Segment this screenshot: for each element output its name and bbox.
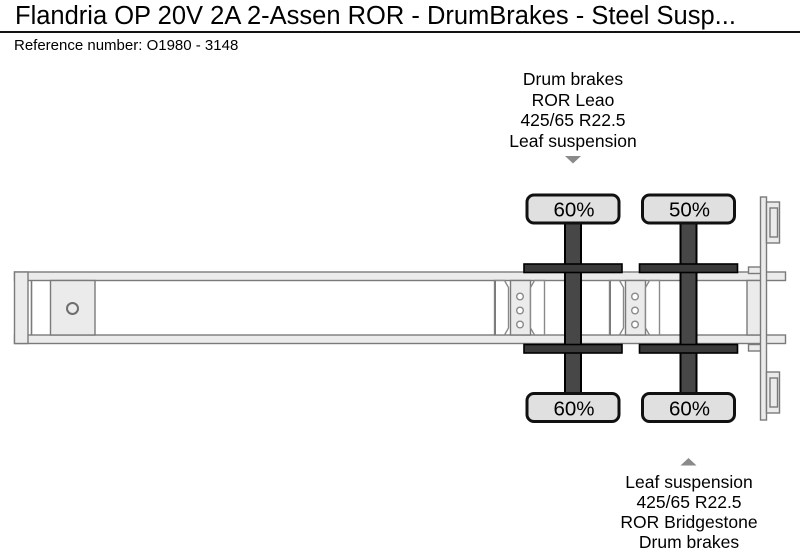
rear-tab-top <box>747 266 762 275</box>
rear-marker-top-inner <box>769 207 779 238</box>
bolt-hole <box>631 306 640 315</box>
crossmember <box>493 279 546 336</box>
pointer-up-icon <box>680 458 697 466</box>
crossmember-left-plate <box>608 279 625 336</box>
tire-rear-top <box>641 193 736 225</box>
rear-axle-annotation: Leaf suspension 425/65 R22.5 ROR Bridges… <box>620 472 757 552</box>
kingpin <box>66 302 79 315</box>
bolt-hole <box>516 306 525 315</box>
front-axle-annotation: Drum brakes ROR Leao 425/65 R22.5 Leaf s… <box>509 69 636 151</box>
suspension-mount-top <box>523 263 623 274</box>
annotation-line: 425/65 R22.5 <box>636 491 742 512</box>
bolt-hole <box>631 320 640 329</box>
frame-bottom-rail <box>13 334 787 345</box>
tire-rear-top-percent: 50% <box>669 199 710 222</box>
chassis-frame <box>13 271 787 345</box>
tire-front-top-percent: 60% <box>553 199 594 222</box>
crossmember <box>608 279 661 336</box>
suspension-mount-top <box>638 263 739 274</box>
tire-rear-bottom-percent: 60% <box>669 398 710 421</box>
annotation-line: Leaf suspension <box>509 130 637 151</box>
rear-tab-bottom <box>747 343 762 352</box>
bolt-hole <box>516 292 525 301</box>
bolt-hole <box>516 320 525 329</box>
axle-shaft <box>564 217 582 399</box>
crossmember-right-plate <box>644 279 661 336</box>
frame-front-column <box>13 271 29 345</box>
axle-front: 60% 60% <box>523 193 623 423</box>
pointer-down-icon <box>565 156 581 164</box>
suspension-mount-bottom <box>523 343 623 354</box>
tire-rear-bottom <box>641 392 736 423</box>
axle-rear: 50% 60% <box>638 193 739 423</box>
bolt-hole <box>631 292 640 301</box>
annotation-line: Drum brakes <box>638 531 740 552</box>
page-title: Flandria OP 20V 2A 2-Assen ROR - DrumBra… <box>15 2 736 30</box>
crossmember-right-plate <box>529 279 546 336</box>
rear-bumper-bar <box>759 196 768 421</box>
annotation-line: 425/65 R22.5 <box>520 110 626 130</box>
tire-front-top <box>525 193 621 225</box>
annotation-line: ROR Bridgestone <box>620 511 758 532</box>
tire-front-bottom <box>525 392 621 423</box>
axle-shaft <box>679 217 698 399</box>
crossmember-left-plate <box>493 279 510 336</box>
suspension-mount-bottom <box>638 343 739 354</box>
rear-end <box>746 196 781 421</box>
reference-number: Reference number: O1980 - 3148 <box>14 36 239 54</box>
tire-front-bottom-percent: 60% <box>553 398 594 421</box>
annotation-line: ROR Leao <box>531 89 615 110</box>
annotation-line: Leaf suspension <box>625 471 753 492</box>
rear-marker-bottom-inner <box>769 377 779 408</box>
annotation-line: Drum brakes <box>522 69 624 89</box>
title-divider <box>0 30 800 33</box>
